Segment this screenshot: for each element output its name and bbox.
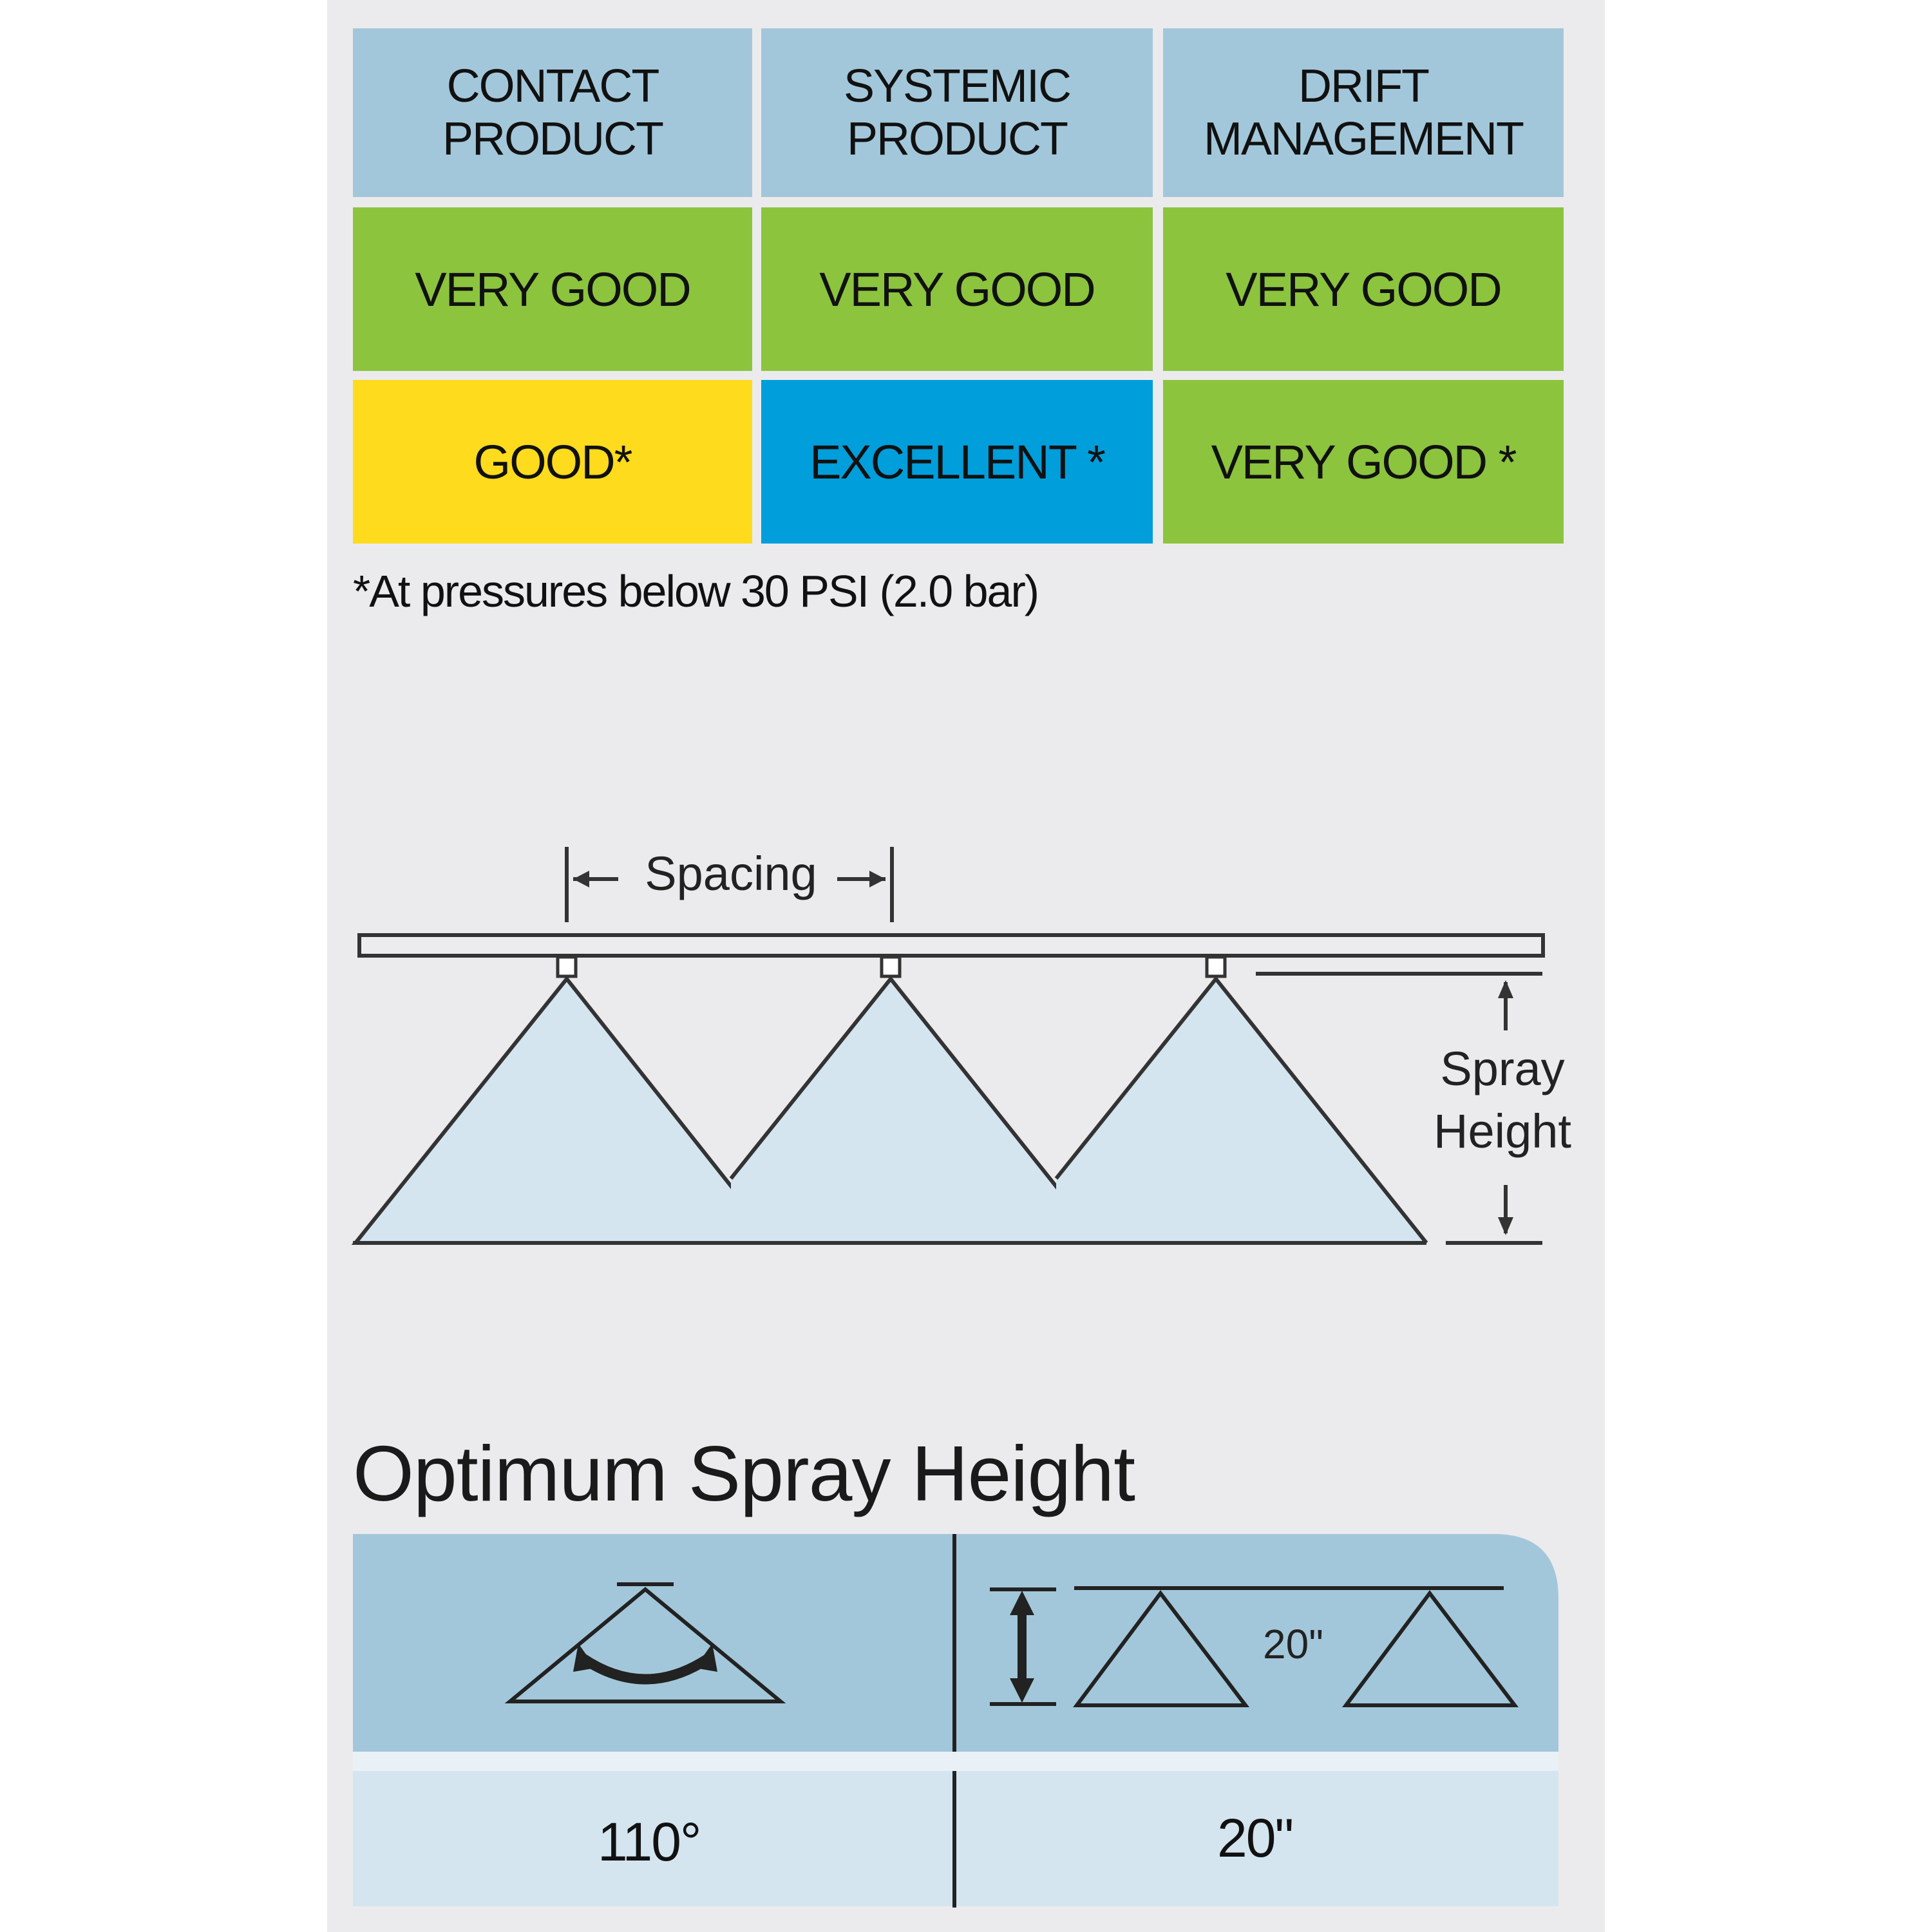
- spray-height-icon-label: 20": [1263, 1621, 1323, 1667]
- optimum-title: Optimum Spray Height: [353, 1430, 1135, 1517]
- boom-bar: [357, 933, 1545, 958]
- spray-height-label: Spray: [1440, 1042, 1564, 1095]
- table-cell: GOOD*: [353, 380, 752, 544]
- spray-fan-outline: [729, 976, 1103, 1244]
- optimum-height-value: 20": [1217, 1808, 1294, 1868]
- spray-fan: [1056, 979, 1426, 1243]
- header-line: MANAGEMENT: [1203, 113, 1524, 165]
- header-line: DRIFT: [1298, 61, 1430, 112]
- spray-fan: [731, 979, 1101, 1243]
- optimum-divider-band: [353, 1752, 1558, 1771]
- table-cell: EXCELLENT *: [761, 380, 1153, 544]
- spray-fan-outline: [1054, 976, 1428, 1244]
- optimum-angle-value: 110°: [598, 1812, 702, 1872]
- spray-height-icon: [990, 1586, 1519, 1707]
- spray-height-dimension: [1256, 972, 1542, 1245]
- nozzle: [880, 955, 902, 978]
- spray-fan: [351, 976, 781, 1245]
- header-line: PRODUCT: [847, 113, 1068, 165]
- header-line: PRODUCT: [442, 113, 664, 165]
- spacing-dimension: [565, 847, 894, 922]
- nozzle: [1205, 955, 1227, 978]
- spray-angle-icon: [504, 1582, 786, 1703]
- table-cell: VERY GOOD: [1163, 207, 1564, 371]
- table-footnote: *At pressures below 30 PSI (2.0 bar): [353, 566, 1039, 616]
- spray-height-label: Height: [1434, 1104, 1571, 1158]
- header-line: SYSTEMIC: [843, 61, 1072, 112]
- header-line: CONTACT: [446, 61, 660, 112]
- table-cell: VERY GOOD: [353, 207, 752, 371]
- nozzle: [556, 955, 578, 978]
- table-cell: VERY GOOD *: [1163, 380, 1564, 544]
- table-cell: VERY GOOD: [761, 207, 1153, 371]
- spacing-label: Spacing: [645, 847, 817, 900]
